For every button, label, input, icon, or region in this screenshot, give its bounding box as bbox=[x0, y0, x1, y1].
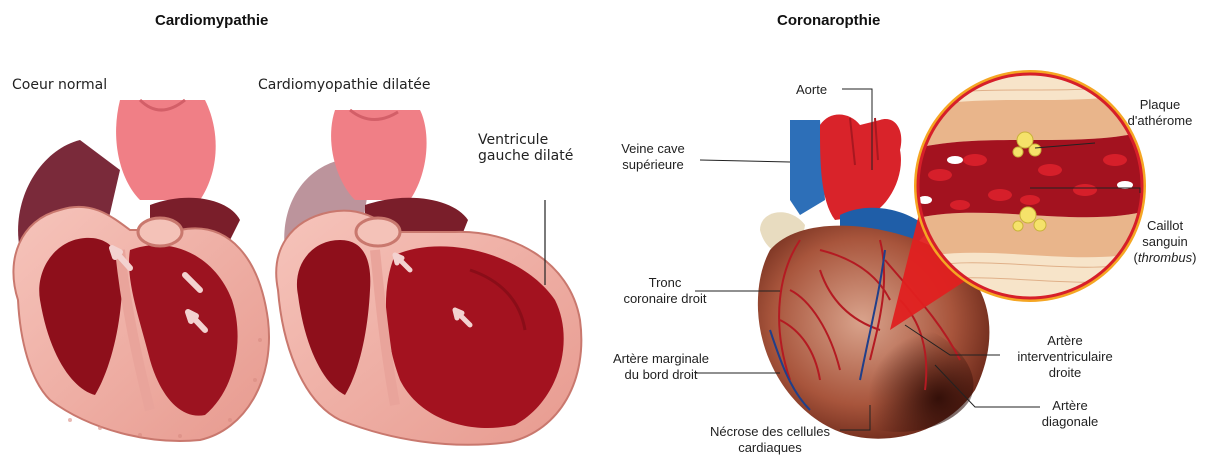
cardiomyopathy-title: Cardiomypathie bbox=[155, 12, 268, 29]
vena-cava-line1: Veine cave bbox=[607, 141, 699, 157]
aorta-label: Aorte bbox=[796, 82, 827, 98]
right-interventricular-line2: interventriculaire bbox=[1000, 349, 1130, 365]
thrombus-line1: Caillot bbox=[1120, 218, 1210, 234]
diagonal-artery-label: Artère diagonale bbox=[1030, 398, 1110, 430]
right-interventricular-artery-label: Artère interventriculaire droite bbox=[1000, 333, 1130, 381]
atheroma-plaque-label: Plaque d'athérome bbox=[1110, 97, 1210, 129]
marginal-artery-line1: Artère marginale bbox=[600, 351, 722, 367]
diagonal-artery-line2: diagonale bbox=[1030, 414, 1110, 430]
normal-heart-illustration bbox=[13, 100, 269, 441]
thrombus-paren-close: ) bbox=[1192, 250, 1196, 265]
diagonal-artery-line1: Artère bbox=[1030, 398, 1110, 414]
coronaropathy-title: Coronaropthie bbox=[777, 12, 880, 29]
thrombus-italic: thrombus bbox=[1138, 250, 1192, 265]
right-coronary-trunk-line1: Tronc bbox=[610, 275, 720, 291]
atheroma-plaque-line2: d'athérome bbox=[1110, 113, 1210, 129]
right-interventricular-line3: droite bbox=[1000, 365, 1130, 381]
thrombus-line2: sanguin bbox=[1120, 234, 1210, 250]
atheroma-plaque-line1: Plaque bbox=[1110, 97, 1210, 113]
marginal-artery-label: Artère marginale du bord droit bbox=[600, 351, 722, 383]
necrosis-line1: Nécrose des cellules bbox=[703, 424, 837, 440]
dilated-ventricle-line2: gauche dilaté bbox=[478, 148, 573, 164]
right-coronary-trunk-line2: coronaire droit bbox=[610, 291, 720, 307]
necrosis-line2: cardiaques bbox=[703, 440, 837, 456]
marginal-artery-line2: du bord droit bbox=[600, 367, 722, 383]
vena-cava-label: Veine cave supérieure bbox=[607, 141, 699, 173]
thrombus-label: Caillot sanguin (thrombus) bbox=[1120, 218, 1210, 266]
dilated-ventricle-label: Ventricule gauche dilaté bbox=[478, 132, 573, 164]
vena-cava-line2: supérieure bbox=[607, 157, 699, 173]
thrombus-line3: (thrombus) bbox=[1120, 250, 1210, 266]
normal-heart-label: Coeur normal bbox=[12, 77, 107, 93]
necrosis-label: Nécrose des cellules cardiaques bbox=[703, 424, 837, 456]
right-coronary-trunk-label: Tronc coronaire droit bbox=[610, 275, 720, 307]
right-interventricular-line1: Artère bbox=[1000, 333, 1130, 349]
dilated-heart-label: Cardiomyopathie dilatée bbox=[258, 77, 430, 93]
dilated-ventricle-line1: Ventricule bbox=[478, 132, 573, 148]
